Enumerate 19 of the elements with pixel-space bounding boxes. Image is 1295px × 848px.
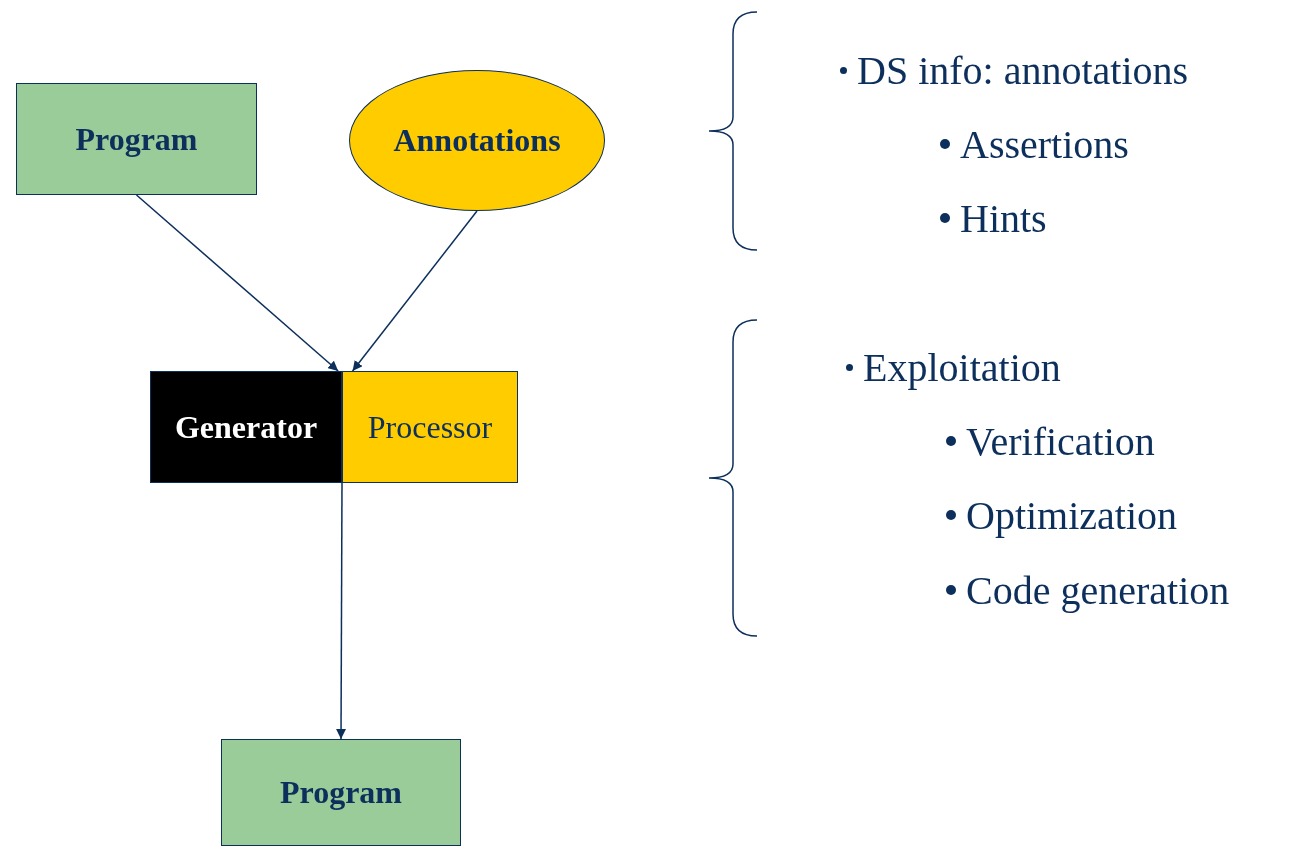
processor-box [342,371,518,483]
arrow [336,482,347,740]
bullet-text: Hints [960,194,1047,242]
bullet-text: Optimization [966,491,1178,539]
bullet-text: Exploitation [863,343,1061,391]
generator-box [150,371,342,483]
process-box [16,83,257,195]
node-label: Program [280,774,402,811]
bullet-text: Assertions [960,120,1129,168]
node-label: Generator [174,408,318,446]
bullet-text: Code generation [966,566,1230,614]
node-label: Processor [367,408,493,446]
arrow [351,210,478,372]
bullet-text: Verification [966,417,1155,465]
node-label: Annotations [393,122,561,159]
bullet-text: DS info: annotations [857,46,1189,94]
arrow [135,194,339,372]
process-box [221,739,461,846]
node-label: Program [75,120,198,158]
